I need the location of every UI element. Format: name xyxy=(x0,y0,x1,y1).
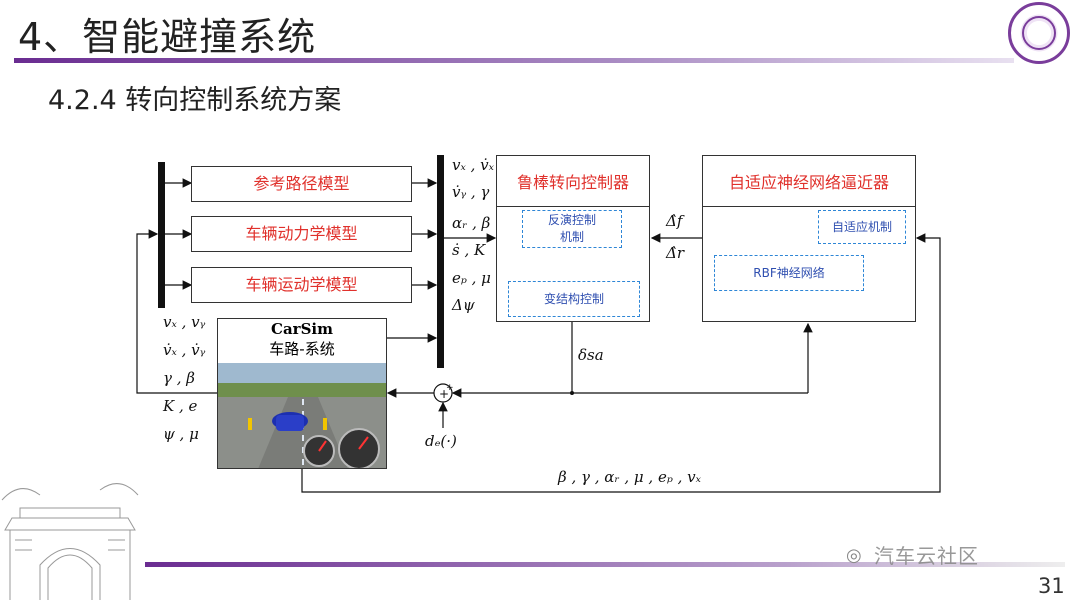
bus-label-5: eₚ , μ xyxy=(452,269,491,287)
controller-title: 鲁棒转向控制器 xyxy=(497,169,649,193)
delta-sa-label: δsa xyxy=(578,346,604,364)
right-mux-bar xyxy=(437,155,444,368)
backstepping-control-box: 反演控制 机制 xyxy=(522,210,622,248)
carsim-simulation-image xyxy=(218,363,386,469)
adaptive-mechanism-box: 自适应机制 xyxy=(818,210,906,244)
bus-label-6: Δψ xyxy=(452,296,475,314)
page-number: 31 xyxy=(1038,574,1065,598)
left-label-2: v̇ₓ , v̇ᵧ xyxy=(163,341,205,359)
carsim-title: CarSim xyxy=(218,320,386,338)
feedback-label: β , γ , αᵣ , μ , eₚ , vₓ xyxy=(558,468,701,486)
reference-path-model-box: 参考路径模型 xyxy=(191,166,412,202)
bus-label-4: ṡ , K xyxy=(452,241,485,259)
left-mux-bar xyxy=(158,162,165,308)
wechat-icon: ◎ xyxy=(846,545,862,566)
approximator-title: 自适应神经网络逼近器 xyxy=(703,169,915,193)
left-label-3: γ , β xyxy=(163,369,195,387)
bus-label-1: vₓ , v̇ₓ xyxy=(452,156,494,174)
disturbance-label: dₑ(·) xyxy=(425,432,457,450)
watermark-text: 汽车云社区 xyxy=(874,540,979,569)
left-label-1: vₓ , vᵧ xyxy=(163,313,205,331)
left-label-5: ψ , μ xyxy=(163,425,199,443)
delta-r-label: Δ̂r xyxy=(666,244,684,262)
bus-label-2: v̇ᵧ , γ xyxy=(452,183,489,201)
left-label-4: K , e xyxy=(163,397,197,415)
rbf-network-box: RBF神经网络 xyxy=(714,255,864,291)
delta-f-label: Δ̂f xyxy=(666,212,682,230)
carsim-box: CarSim 车路-系统 xyxy=(217,318,387,469)
svg-text:+: + xyxy=(446,383,454,393)
vehicle-kinematics-model-box: 车辆运动学模型 xyxy=(191,267,412,303)
bus-label-3: αᵣ , β xyxy=(452,214,490,232)
campus-gate-illustration xyxy=(0,470,140,606)
vehicle-dynamics-model-box: 车辆动力学模型 xyxy=(191,216,412,252)
variable-structure-control-box: 变结构控制 xyxy=(508,281,640,317)
carsim-subtitle: 车路-系统 xyxy=(218,338,386,359)
